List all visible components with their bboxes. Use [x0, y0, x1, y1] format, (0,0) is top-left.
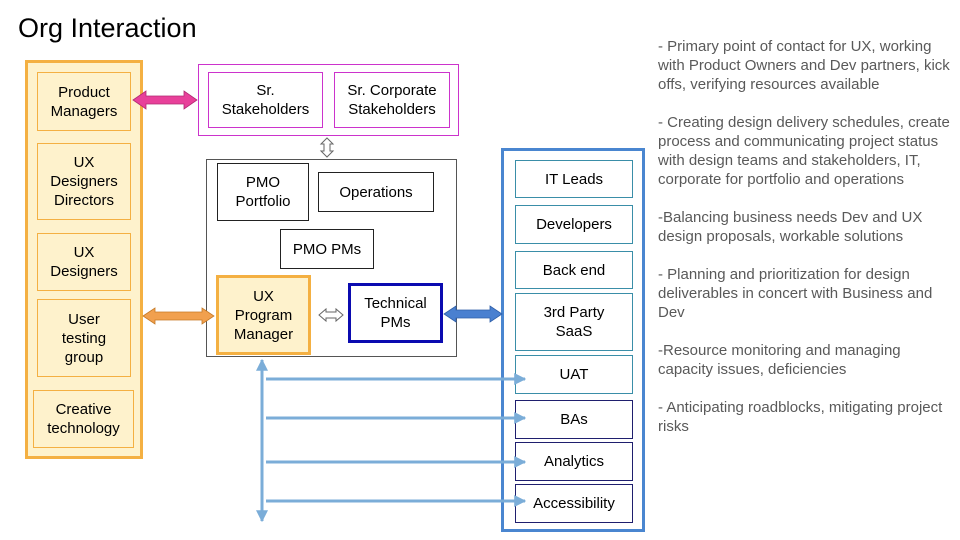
node-ux-program-manager: UX Program Manager: [216, 275, 311, 355]
note-item: - Anticipating roadblocks, mitigating pr…: [658, 399, 943, 435]
double-arrow-vertical-hollow: [319, 137, 335, 158]
node-sr-corporate-stakeholders: Sr. Corporate Stakeholders: [334, 72, 450, 128]
node-operations: Operations: [318, 172, 434, 212]
node-accessibility: Accessibility: [515, 484, 633, 523]
node-analytics: Analytics: [515, 442, 633, 481]
note-item: - Primary point of contact for UX, worki…: [658, 38, 950, 93]
technology-group-container: [501, 148, 645, 532]
notes-panel: - Primary point of contact for UX, worki…: [658, 37, 950, 455]
node-sr-stakeholders: Sr. Stakeholders: [208, 72, 323, 128]
node-technical-pms: Technical PMs: [348, 283, 443, 343]
node-developers: Developers: [515, 205, 633, 244]
node-ux-designers: UX Designers: [37, 233, 131, 291]
double-arrow-blue: [443, 305, 503, 323]
node-bas: BAs: [515, 400, 633, 439]
node-creative-technology: Creative technology: [33, 390, 134, 448]
node-ux-designers-directors: UX Designers Directors: [37, 143, 131, 220]
node-3rd-party-saas: 3rd Party SaaS: [515, 293, 633, 351]
double-arrow-horizontal-hollow: [318, 307, 344, 323]
note-item: - Creating design delivery schedules, cr…: [658, 114, 950, 188]
double-arrow-pink: [132, 90, 198, 110]
node-uat: UAT: [515, 355, 633, 394]
pmo-group-container: [206, 159, 457, 357]
double-arrow-orange: [142, 307, 215, 325]
note-item: - Planning and prioritization for design…: [658, 266, 933, 321]
note-item: -Resource monitoring and managing capaci…: [658, 342, 901, 378]
note-item: -Balancing business needs Dev and UX des…: [658, 209, 923, 245]
node-back-end: Back end: [515, 251, 633, 289]
node-pmo-portfolio: PMO Portfolio: [217, 163, 309, 221]
page-title: Org Interaction: [18, 13, 197, 43]
stakeholders-group-container: [198, 64, 459, 136]
node-it-leads: IT Leads: [515, 160, 633, 198]
node-pmo-pms: PMO PMs: [280, 229, 374, 269]
node-product-managers: Product Managers: [37, 72, 131, 131]
node-user-testing-group: User testing group: [37, 299, 131, 377]
